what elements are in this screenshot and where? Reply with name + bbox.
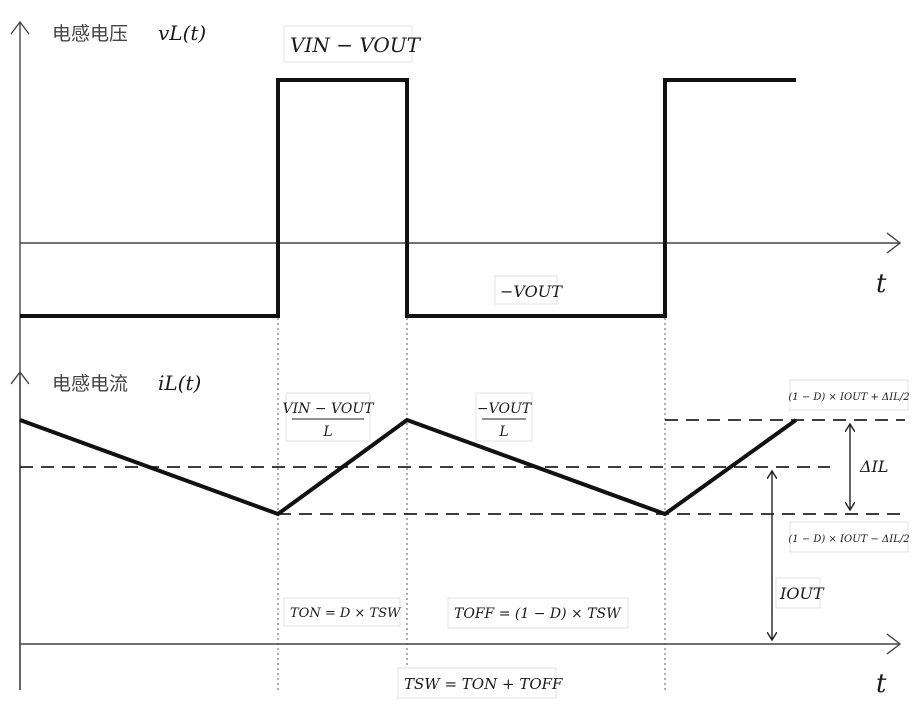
lower-level-label: (1 − D) × IOUT − ΔIL/2 [788, 534, 909, 545]
time-alignment-guides [277, 318, 666, 690]
upper-level-label-box [789, 379, 909, 411]
high-voltage-label-box [283, 25, 413, 63]
current-title-symbol: iL(t) [158, 371, 201, 395]
current-title-cn: 电感电流 [52, 373, 128, 395]
current-y-axis-arrowhead [10, 370, 30, 385]
fall-slope-denominator: L [498, 424, 508, 440]
fall-slope-numerator: −VOUT [477, 401, 533, 417]
voltage-waveform [20, 78, 796, 318]
low-voltage-label: −VOUT [500, 282, 563, 301]
low-voltage-label-box [494, 275, 558, 305]
toff-label-box [447, 597, 629, 629]
toff-label: TOFF = (1 − D) × TSW [454, 606, 622, 622]
current-time-axis-arrowhead [886, 633, 902, 655]
ton-label: TON = D × TSW [290, 606, 402, 621]
voltage-t-label: t [876, 269, 887, 299]
iout-label-box [775, 577, 821, 609]
current-panel: 电感电流 iL(t) VIN − VOUT L −VOUT L (1 − D) … [10, 370, 910, 699]
upper-level-label: (1 − D) × IOUT + ΔIL/2 [788, 392, 909, 403]
voltage-title-cn: 电感电压 [52, 23, 128, 45]
lower-level-label-box [789, 521, 909, 553]
ripple-label: ΔIL [859, 457, 889, 476]
tsw-label-box [397, 667, 557, 699]
voltage-time-axis-arrowhead [886, 232, 902, 254]
rise-slope-denominator: L [322, 424, 332, 440]
ton-label-box [283, 597, 401, 627]
current-waveform [19, 417, 798, 517]
rise-slope-numerator: VIN − VOUT [283, 401, 376, 417]
tsw-label: TSW = TON + TOFF [404, 675, 563, 693]
current-t-label: t [876, 669, 887, 699]
high-voltage-label: VIN − VOUT [290, 33, 422, 57]
voltage-title-symbol: vL(t) [158, 21, 206, 45]
iout-label: IOUT [779, 584, 825, 603]
fall-slope-box [475, 392, 533, 442]
rise-slope-box [285, 392, 371, 442]
voltage-panel: 电感电压 vL(t) VIN − VOUT −VOUT t [10, 20, 902, 690]
voltage-y-axis-arrowhead [10, 20, 30, 35]
